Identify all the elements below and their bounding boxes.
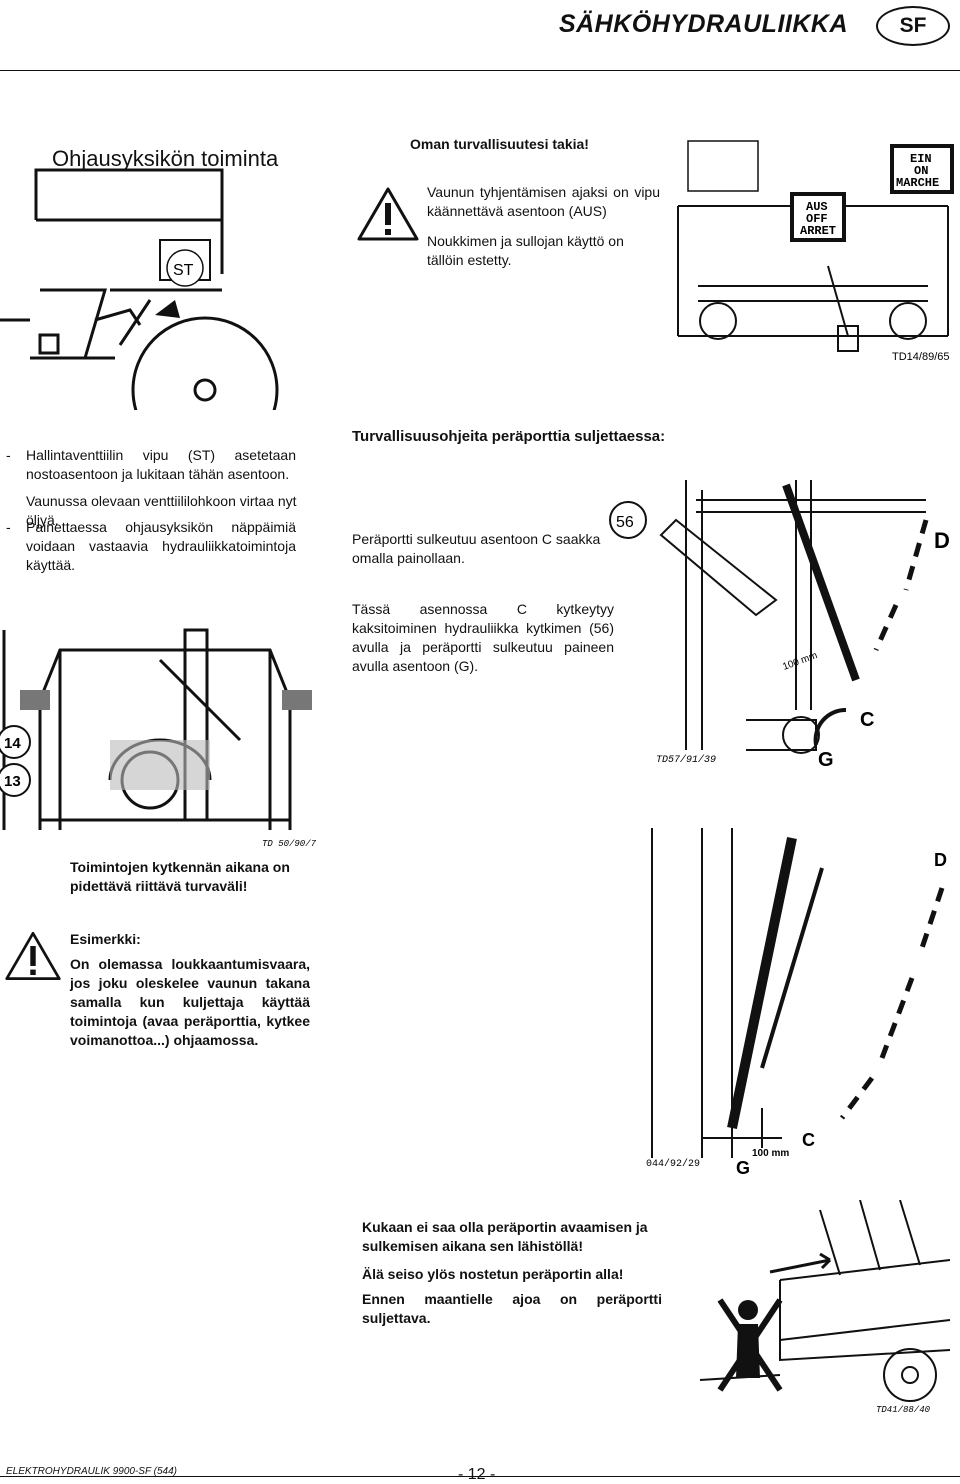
language-badge: SF: [876, 6, 950, 46]
gate2-label-c: C: [802, 1130, 815, 1150]
left-list-item1-note: Vaunussa olevaan venttiililohkoon virtaa…: [26, 493, 297, 528]
list-dash-1: -: [6, 447, 11, 463]
warning-triangle-icon: [357, 187, 419, 241]
gate-section-para2: Tässä asennossa C kytkeytyy kaksitoimine…: [352, 601, 614, 674]
panel-off: OFF: [806, 212, 828, 226]
panel-arret: ARRET: [800, 224, 836, 238]
gate-label-c: C: [860, 709, 874, 731]
panel-marche: MARCHE: [896, 176, 939, 190]
gate-code: TD57/91/39: [656, 754, 716, 766]
gate-label-g: G: [818, 749, 834, 770]
bottom-warning-line3: Ennen maantielle ajoa on peräportti sulj…: [362, 1291, 662, 1326]
safety-top-heading: Oman turvallisuutesi takia!: [410, 136, 589, 152]
gate-label-d: D: [934, 528, 950, 553]
example-label: Esimerkki:: [70, 931, 141, 947]
bottom-warning-line1: Kukaan ei saa olla peräportin avaamisen …: [362, 1219, 648, 1254]
gate-section-heading: Turvallisuusohjeita peräporttia suljetta…: [352, 428, 666, 445]
left-list-item2: Painettaessa ohjausyksikön näppäimiä voi…: [26, 519, 296, 573]
safety-top-line1: Vaunun tyhjentämisen ajaksi on vipu kään…: [427, 184, 660, 219]
gate-section-para1: Peräportti sulkeutuu asentoon C saakka o…: [352, 531, 601, 566]
header-rule: [0, 70, 960, 71]
safety-top-line2: Noukkimen ja sullojan käyttö on tällöin …: [427, 233, 624, 268]
gate2-mm: 100 mm: [752, 1148, 789, 1159]
gate2-label-d: D: [934, 850, 947, 870]
cab-label-14: 14: [4, 735, 21, 752]
section-title: Ohjausyksikön toiminta: [52, 146, 279, 171]
page-number: - 12 -: [458, 1466, 496, 1483]
panel-code: TD14/89/65: [892, 351, 949, 363]
list-dash-2: -: [6, 519, 11, 535]
bottom-warning-line2: Älä seiso ylös nostetun peräportin alla!: [362, 1266, 624, 1282]
tractor-figure: ST: [0, 168, 279, 410]
panel-on: ON: [914, 164, 928, 178]
gate-label-56: 56: [616, 514, 634, 531]
tailgate-figure-upper: 56 D C G 100 mm TD57/91/39: [609, 480, 950, 770]
cab-figure: 14 13 TD 50/90/7: [0, 628, 317, 848]
panel-ein: EIN: [910, 152, 932, 166]
footer-rule: [0, 1476, 960, 1477]
gate-mm: 100 mm: [781, 650, 819, 673]
panel-aus: AUS: [806, 200, 828, 214]
control-box-figure: AUS OFF ARRET EIN ON MARCHE TD14/89/65: [677, 140, 954, 363]
tailgate-figure-lower: D C G 100 mm 044/92/29: [646, 828, 947, 1178]
cab-label-13: 13: [4, 773, 21, 790]
distance-warning-heading: Toimintojen kytkennän aikana on pidettäv…: [70, 859, 290, 894]
example-text: On olemassa loukkaantumisvaara, jos joku…: [70, 956, 310, 1048]
warning-triangle-icon-2: [5, 931, 61, 981]
gate2-label-g: G: [736, 1158, 750, 1178]
footer-doc: ELEKTROHYDRAULIK 9900-SF (544): [6, 1466, 177, 1477]
wagon-person-figure: TD41/88/40: [699, 1200, 951, 1415]
gate2-code: 044/92/29: [646, 1158, 700, 1170]
left-list-item1: Hallintaventtiilin vipu (ST) asetetaan n…: [26, 447, 296, 482]
header-title: SÄHKÖHYDRAULIIKKA: [558, 10, 848, 38]
cab-code: TD 50/90/7: [262, 839, 317, 848]
tractor-st-label: ST: [173, 262, 194, 279]
wagon-code: TD41/88/40: [876, 1405, 931, 1415]
